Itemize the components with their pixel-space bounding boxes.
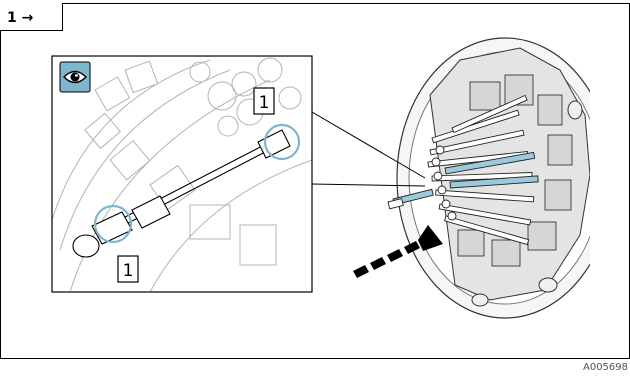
inserted-pin [387,188,434,210]
arrow-right-icon: → [21,10,34,26]
callout-label-1-top: 1 [253,87,275,115]
step-label: 1 → [0,3,62,33]
detail-inset [51,55,313,293]
callout-label-1-bottom: 1 [117,255,139,283]
detail-leader-lines [311,111,426,187]
callout-circle-pin-tip [263,123,301,161]
main-illustration [396,37,590,319]
eye-icon [59,61,91,93]
callout-number: 1 [259,93,270,113]
figure-id: A005698 [582,362,628,373]
callout-number: 1 [123,261,134,281]
callout-circle-pin-latch [93,204,133,244]
insertion-direction-arrow [353,225,443,278]
step-number: 1 [7,10,17,26]
